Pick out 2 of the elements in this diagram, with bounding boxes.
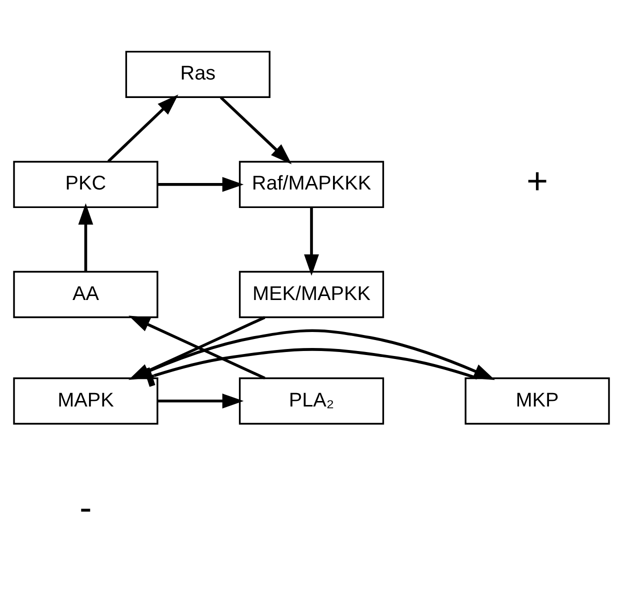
label: -	[80, 486, 92, 528]
label: +	[526, 160, 548, 202]
